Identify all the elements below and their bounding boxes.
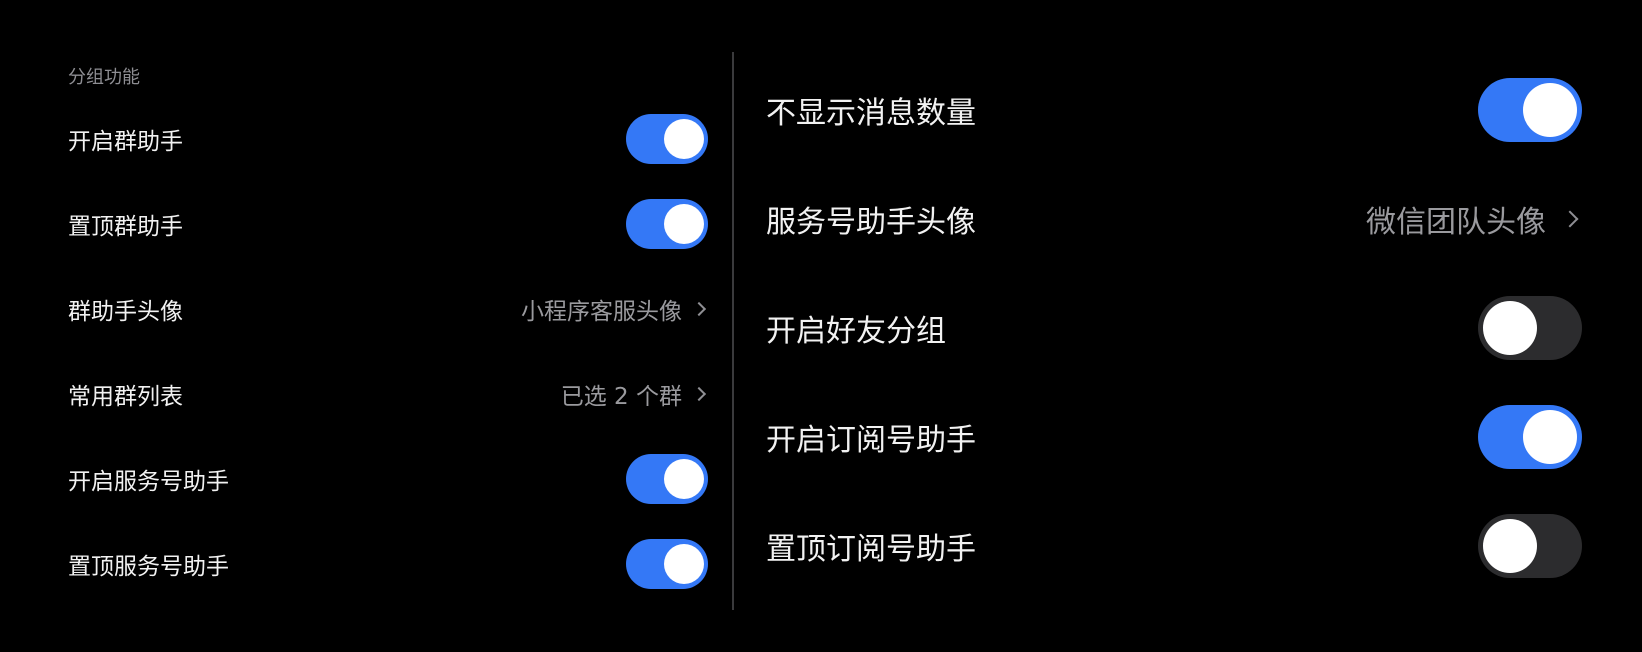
toggle-knob [1483,519,1537,573]
row-pin-subscription-assistant: 置顶订阅号助手 [766,514,1582,578]
row-enable-service-assistant: 开启服务号助手 [68,454,708,504]
row-label: 开启服务号助手 [68,469,229,495]
row-label: 置顶订阅号助手 [766,532,976,567]
row-label: 服务号助手头像 [766,205,976,240]
row-label: 常用群列表 [68,384,183,410]
hide-message-count-toggle[interactable] [1478,78,1582,142]
toggle-knob [664,119,704,159]
toggle-knob [664,459,704,499]
pin-group-assistant-toggle[interactable] [626,199,708,249]
row-label: 开启订阅号助手 [766,423,976,458]
row-label: 开启好友分组 [766,314,946,349]
enable-service-assistant-toggle[interactable] [626,454,708,504]
chevron-right-icon [1561,210,1579,228]
row-hide-message-count: 不显示消息数量 [766,78,1582,142]
toggle-knob [1523,83,1577,137]
frequent-groups-value: 已选 2 个群 [561,377,708,411]
row-label: 群助手头像 [68,299,183,325]
section-header-group-features: 分组功能 [68,67,140,88]
toggle-knob [1523,410,1577,464]
row-label: 开启群助手 [68,129,183,155]
row-enable-friend-groups: 开启好友分组 [766,296,1582,360]
toggle-knob [664,204,704,244]
enable-friend-groups-toggle[interactable] [1478,296,1582,360]
row-pin-group-assistant: 置顶群助手 [68,199,708,249]
toggle-knob [664,544,704,584]
panel-divider [732,52,734,610]
row-label: 置顶服务号助手 [68,554,229,580]
chevron-right-icon [691,386,707,402]
chevron-right-icon [691,301,707,317]
row-value-text: 微信团队头像 [1366,205,1546,240]
row-service-assistant-avatar[interactable]: 服务号助手头像 微信团队头像 [766,187,1582,251]
row-label: 不显示消息数量 [766,96,976,131]
row-value-text: 已选 2 个群 [560,384,682,410]
group-assistant-avatar-value: 小程序客服头像 [521,292,708,326]
row-enable-subscription-assistant: 开启订阅号助手 [766,405,1582,469]
enable-subscription-assistant-toggle[interactable] [1478,405,1582,469]
enable-group-assistant-toggle[interactable] [626,114,708,164]
row-frequent-groups[interactable]: 常用群列表 已选 2 个群 [68,369,708,419]
pin-subscription-assistant-toggle[interactable] [1478,514,1582,578]
row-value-text: 小程序客服头像 [521,299,682,325]
toggle-knob [1483,301,1537,355]
row-pin-service-assistant: 置顶服务号助手 [68,539,708,589]
row-label: 置顶群助手 [68,214,183,240]
service-assistant-avatar-value: 微信团队头像 [1366,197,1582,241]
left-settings-panel: 分组功能 开启群助手 置顶群助手 群助手头像 小程序客服头像 常用群列表 已选 … [0,0,733,652]
row-group-assistant-avatar[interactable]: 群助手头像 小程序客服头像 [68,284,708,334]
row-enable-group-assistant: 开启群助手 [68,114,708,164]
pin-service-assistant-toggle[interactable] [626,539,708,589]
